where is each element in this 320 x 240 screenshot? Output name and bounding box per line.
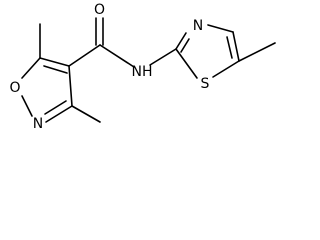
atom-isoxazole-oxygen: O [9, 80, 20, 96]
bond-isoxazole-o1-n2 [21, 95, 33, 117]
atom-carbonyl-oxygen: O [94, 2, 105, 18]
bond-isoxazole-c3-c4 [68, 65, 73, 107]
atom-labels: O NH N S O N [9, 2, 209, 132]
bond-carbonyl-ring [68, 44, 101, 67]
bond-thiazole-c2-n3 [175, 32, 187, 50]
atom-thiazole-sulfur: S [201, 76, 210, 92]
bond-isoxazole-c4-c5-inner [43, 65, 68, 74]
atom-amide-nitrogen: NH [131, 64, 152, 80]
bond-thiazole-c5-s1 [212, 60, 240, 78]
bond-carbonyl-amide [99, 44, 135, 68]
bond-thiazole-c2-n3-inner [180, 38, 190, 53]
bond-isoxazole-n2-c3 [45, 105, 73, 123]
bond-amide-thiazole [149, 48, 177, 66]
bond-thiazole-n3-c4 [207, 24, 234, 33]
bonds [21, 17, 276, 123]
bond-thiazole-s1-c2 [175, 48, 198, 79]
bond-thiazole-c4-c5 [232, 31, 240, 62]
bond-thiazole-methyl [238, 42, 276, 62]
bond-isoxazole-c3-methyl [71, 105, 101, 123]
bond-isoxazole-c4-c5 [39, 57, 70, 67]
bond-isoxazole-n2-c3-inner [44, 100, 67, 115]
atom-thiazole-nitrogen: N [193, 18, 203, 34]
structure-diagram: O NH N S O N [9, 2, 276, 132]
atom-isoxazole-nitrogen: N [33, 116, 43, 132]
atom-amide-nitrogen-symbol: N [131, 64, 141, 80]
atom-amide-hydrogen: H [142, 64, 153, 80]
bond-isoxazole-c5-o1 [21, 57, 41, 79]
bond-thiazole-c4-c5-inner [226, 36, 233, 59]
